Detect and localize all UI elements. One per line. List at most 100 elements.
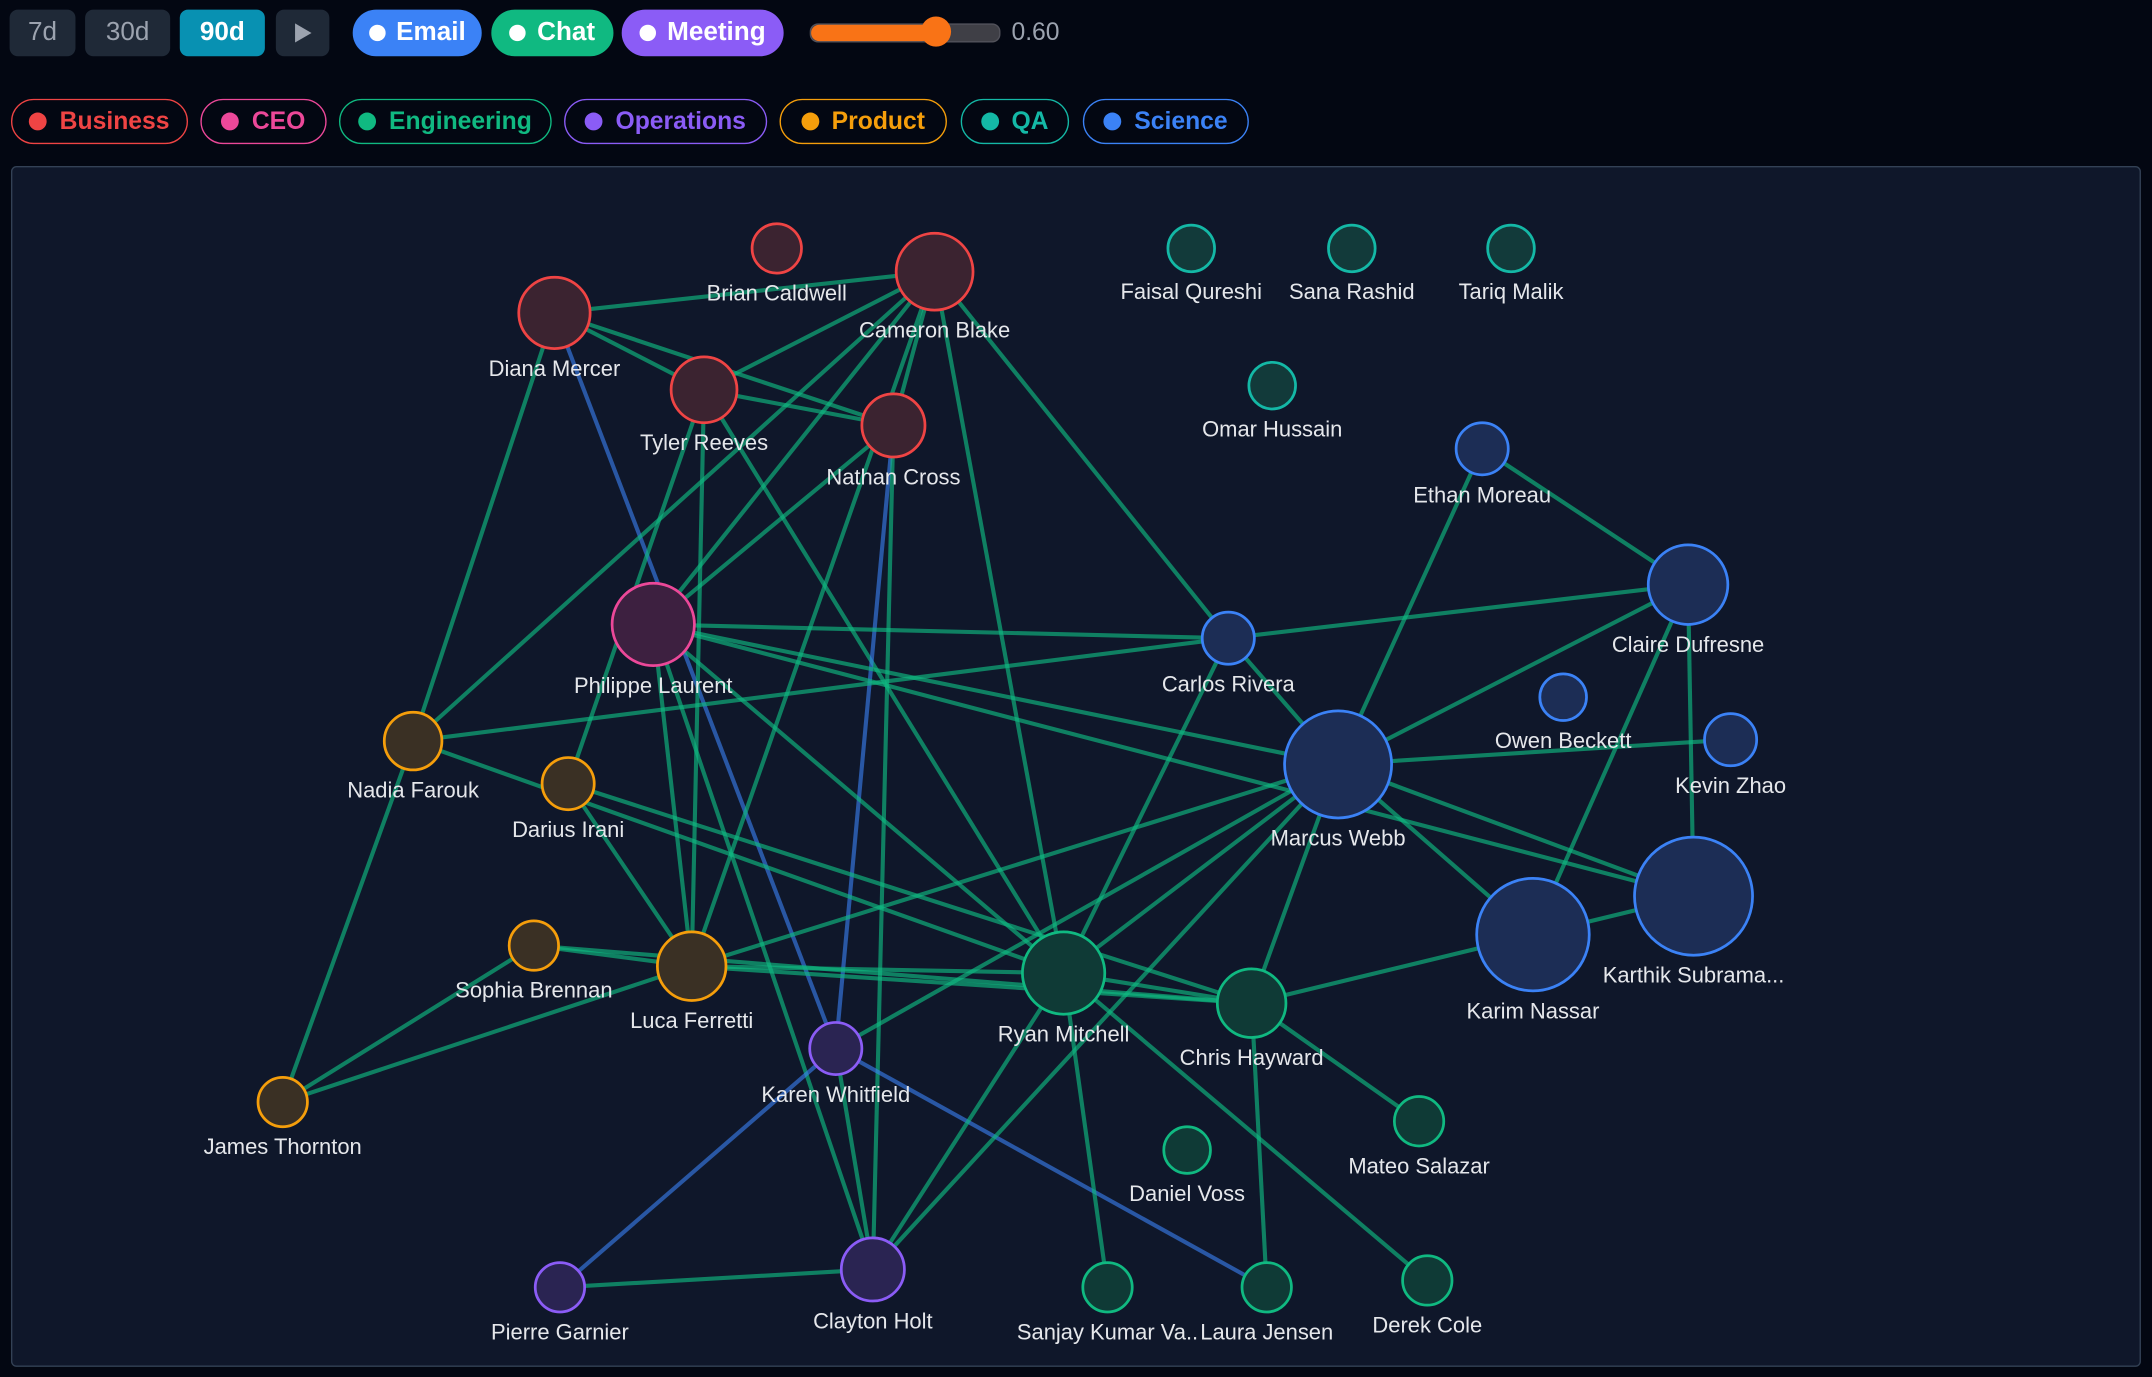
node[interactable]: Tariq Malik [1459,223,1564,304]
node-circle[interactable] [610,581,696,667]
department-filter-product[interactable]: Product [779,98,947,145]
node-circle[interactable] [540,756,596,812]
node-circle[interactable] [256,1075,309,1129]
node-circle[interactable] [1401,1254,1454,1307]
node-circle[interactable] [750,222,803,275]
range-30d-button[interactable]: 30d [85,9,171,57]
node[interactable]: Cameron Blake [859,231,1010,343]
node[interactable]: Ethan Moreau [1413,421,1551,508]
node[interactable]: Luca Ferretti [630,930,753,1033]
node[interactable]: Karim Nassar [1467,876,1600,1023]
node-circle[interactable] [1215,967,1288,1039]
node-circle[interactable] [1646,543,1730,626]
node-circle[interactable] [1392,1095,1446,1148]
node[interactable]: Mateo Salazar [1348,1095,1490,1179]
department-filter-business[interactable]: Business [10,98,189,145]
dot-icon [368,24,386,42]
node[interactable]: Faisal Qureshi [1121,223,1262,304]
node[interactable]: Chris Hayward [1180,967,1324,1070]
department-label: QA [1011,107,1049,135]
slider-thumb[interactable] [920,16,952,47]
node[interactable]: Sanjay Kumar Va.. [1017,1261,1198,1345]
department-filter-science[interactable]: Science [1082,98,1249,145]
department-filter-operations[interactable]: Operations [564,98,768,145]
node[interactable]: Kevin Zhao [1675,712,1786,799]
play-button[interactable] [275,9,330,57]
channel-chat-toggle[interactable]: Chat [491,9,614,57]
node[interactable]: Clayton Holt [813,1236,933,1334]
node[interactable]: Derek Cole [1372,1254,1482,1338]
edge-chat [412,636,1229,744]
node[interactable]: Marcus Webb [1271,709,1406,850]
dot-icon [29,112,48,131]
node-circle[interactable] [507,919,560,972]
node-circle[interactable] [517,275,592,350]
department-filter-ceo[interactable]: CEO [200,98,327,145]
node[interactable]: Tyler Reeves [640,355,768,455]
node[interactable]: Claire Dufresne [1612,543,1764,657]
node-circle[interactable] [656,930,728,1002]
node-circle[interactable] [1081,1261,1134,1314]
node-circle[interactable] [1162,1125,1212,1175]
node-circle[interactable] [382,710,444,772]
range-7d-button[interactable]: 7d [9,9,76,57]
edge-chat [1337,762,1695,899]
node[interactable]: Carlos Rivera [1162,610,1296,697]
node[interactable]: Pierre Garnier [491,1261,629,1345]
node[interactable]: Diana Mercer [489,275,621,381]
department-filter-qa[interactable]: QA [960,98,1070,145]
node-circle[interactable] [533,1261,587,1314]
node-circle[interactable] [1633,835,1754,957]
node[interactable]: Nathan Cross [826,392,961,490]
range-90d-button[interactable]: 90d [179,9,265,57]
node-circle[interactable] [1486,223,1536,274]
node-label: Owen Beckett [1495,728,1632,753]
node-circle[interactable] [1538,672,1588,722]
edge-chat [871,763,1340,1271]
node-label: Brian Caldwell [707,281,847,306]
node-circle[interactable] [1200,610,1256,666]
node-circle[interactable] [839,1236,906,1303]
node[interactable]: Brian Caldwell [707,222,847,306]
node-label: Daniel Voss [1129,1181,1245,1206]
edge-chat [932,270,1230,640]
node[interactable]: Sana Rashid [1289,223,1415,304]
node-circle[interactable] [808,1021,864,1076]
node[interactable]: Sophia Brennan [455,919,613,1003]
node[interactable]: Omar Hussain [1202,360,1342,441]
node[interactable]: Darius Irani [512,756,624,843]
node-circle[interactable] [894,231,975,312]
node-circle[interactable] [1327,223,1377,274]
edge-chat [871,971,1066,1271]
channel-meeting-toggle[interactable]: Meeting [621,9,784,57]
edge-chat [703,269,936,392]
node[interactable]: Karthik Subrama... [1603,835,1785,988]
node-circle[interactable] [1475,876,1591,993]
node[interactable]: James Thornton [204,1075,362,1159]
node-circle[interactable] [1240,1261,1293,1314]
node[interactable]: Karen Whitfield [761,1021,910,1107]
node[interactable]: Owen Beckett [1495,672,1632,753]
node-circle[interactable] [1703,712,1759,768]
node[interactable]: Ryan Mitchell [998,930,1130,1047]
channel-email-toggle[interactable]: Email [352,9,482,57]
department-filter-engineering[interactable]: Engineering [338,98,552,145]
edge-chat [833,1048,875,1270]
threshold-slider[interactable] [809,16,1001,47]
node[interactable]: Daniel Voss [1129,1125,1245,1206]
node-circle[interactable] [1166,223,1216,274]
node-circle[interactable] [1283,709,1393,820]
edge-chat [1531,583,1690,936]
node-circle[interactable] [1454,421,1510,477]
node-circle[interactable] [1021,930,1107,1016]
node-circle[interactable] [669,355,739,425]
node[interactable]: Laura Jensen [1200,1261,1333,1345]
node-circle[interactable] [1247,360,1297,411]
node-label: Faisal Qureshi [1121,279,1262,304]
node[interactable]: Philippe Laurent [574,581,733,698]
node[interactable]: Nadia Farouk [347,710,479,802]
node-circle[interactable] [860,392,927,459]
edge-chat [691,964,1064,976]
